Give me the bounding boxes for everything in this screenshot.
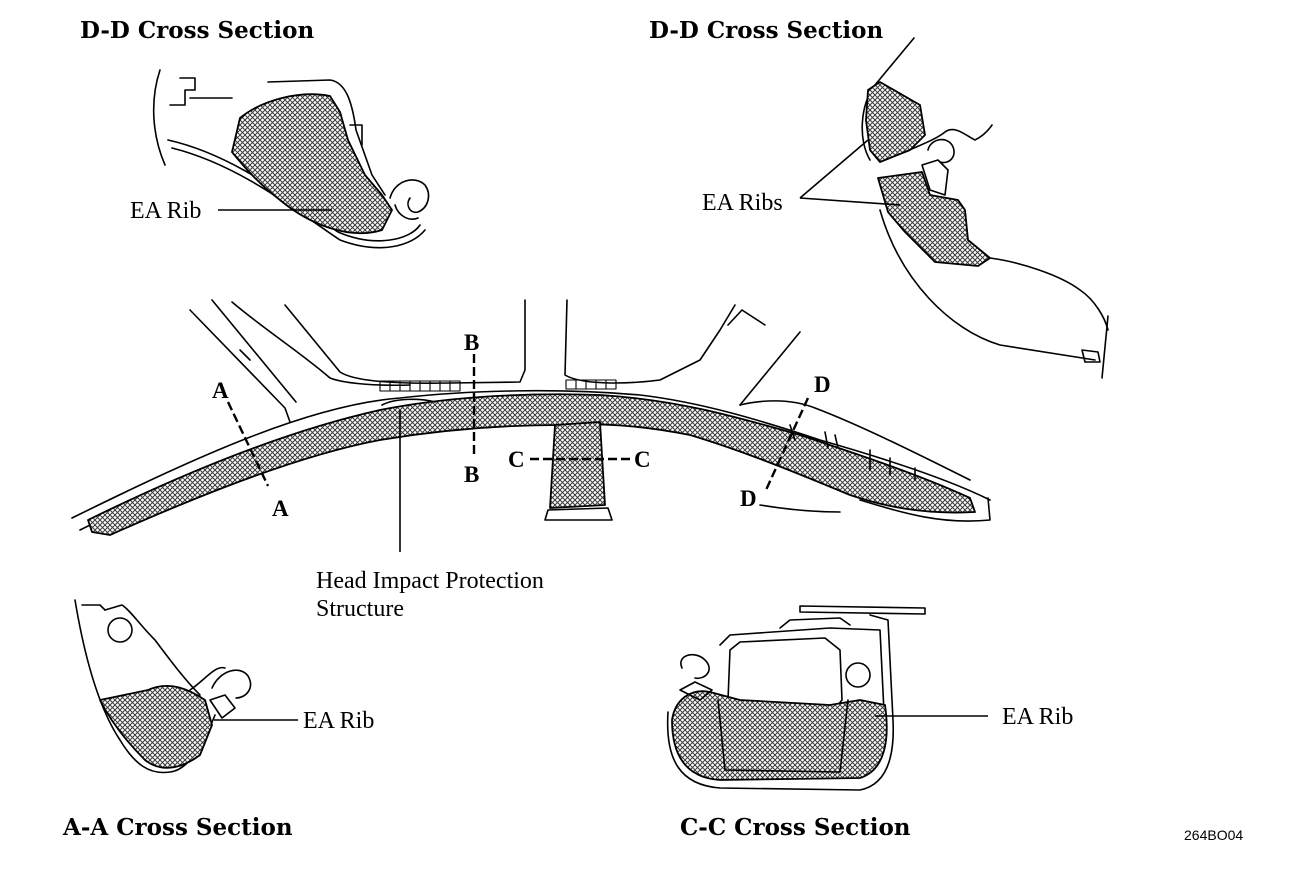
ea-rib-cc [671,690,888,781]
ea-rib-aa [99,685,213,769]
marker-b-bottom: B [464,462,479,487]
section-line-a [226,401,270,487]
ea-rib-dd-label: EA Rib [130,198,201,224]
title-aa: A-A Cross Section [62,814,293,841]
marker-a-bottom: A [272,496,289,521]
marker-c-right: C [634,447,651,472]
figure-code: 264BO04 [1184,827,1243,843]
headliner-main-view [71,299,991,536]
title-dd-left: D-D Cross Section [80,17,314,44]
aa-section-drawing [74,599,298,774]
dd-left-section-drawing [152,69,430,249]
dd-right-section-drawing [799,37,1109,379]
ea-rib-aa-label: EA Rib [303,708,374,734]
marker-a-top: A [212,378,229,403]
marker-b-top: B [464,330,479,355]
ea-rib-cc-label: EA Rib [1002,704,1073,730]
ea-rib-dd-right-upper [865,81,926,163]
marker-c-left: C [508,447,525,472]
hip-label-line2: Structure [316,596,404,622]
head-impact-protection-band [87,393,976,536]
title-cc: C-C Cross Section [680,814,911,841]
ea-ribs-dd-label: EA Ribs [702,190,783,216]
ea-rib-dd-right-lower [877,171,991,267]
hip-label-line1: Head Impact Protection [316,568,544,594]
ea-rib-dd-left [231,93,393,234]
center-pillar [549,421,606,509]
marker-d-top: D [814,372,831,397]
cc-section-drawing [666,605,988,791]
marker-d-bottom: D [740,486,757,511]
section-line-d [764,397,810,491]
title-dd-right: D-D Cross Section [649,17,883,44]
